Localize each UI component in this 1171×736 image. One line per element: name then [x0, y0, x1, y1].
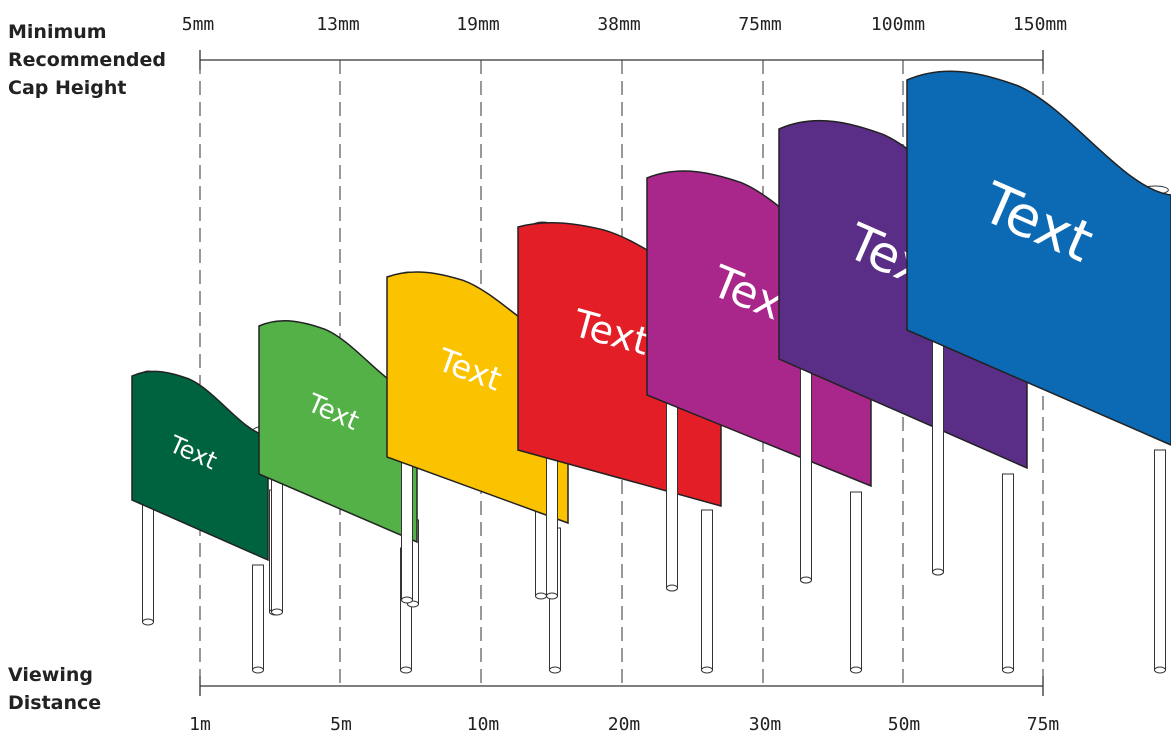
- sign-pole: [932, 334, 944, 573]
- cap-height-tick: 13mm: [316, 14, 359, 35]
- sign-pole-base: [401, 596, 413, 604]
- distance-tick: 10m: [467, 714, 500, 735]
- sign: Text: [131, 370, 281, 674]
- sign-pole-base: [850, 666, 862, 674]
- viewing-distance-label: Viewing Distance: [8, 664, 101, 714]
- sign-pole-base: [271, 608, 283, 616]
- cap-height-label-line2: Recommended: [8, 49, 166, 71]
- sign-pole: [701, 509, 713, 671]
- cap-height-tick: 75mm: [738, 14, 781, 35]
- sign-board: [906, 70, 1171, 446]
- sign-pole-base: [1002, 666, 1014, 674]
- distance-tick: 20m: [608, 714, 641, 735]
- viewing-distance-label-line1: Viewing: [8, 664, 93, 686]
- sign-pole: [1154, 449, 1166, 671]
- sign-pole-base: [1154, 666, 1166, 674]
- sign-pole: [142, 504, 154, 623]
- sign: Text: [906, 70, 1171, 674]
- viewing-distance-label-line2: Distance: [8, 692, 101, 714]
- distance-tick: 30m: [749, 714, 782, 735]
- sign-pole: [401, 461, 413, 601]
- cap-height-tick: 5mm: [182, 14, 215, 35]
- cap-height-axis: 5mm 13mm 19mm 38mm 75mm 100mm 150mm: [182, 14, 1067, 70]
- sign-pole-base: [932, 568, 944, 576]
- sign-pole-base: [400, 666, 412, 674]
- sign-pole: [800, 364, 812, 581]
- sign-pole-base: [701, 666, 713, 674]
- cap-height-label-line3: Cap Height: [8, 77, 127, 99]
- cap-height-tick: 19mm: [456, 14, 499, 35]
- sign-pole-base: [549, 666, 561, 674]
- sign-pole: [1002, 473, 1014, 671]
- distance-tick: 5m: [330, 714, 352, 735]
- distance-tick: 75m: [1027, 714, 1060, 735]
- cap-height-tick: 38mm: [597, 14, 640, 35]
- sign-pole: [271, 479, 283, 613]
- sign-pole-base: [800, 576, 812, 584]
- cap-height-tick: 100mm: [871, 14, 925, 35]
- sign-pole: [546, 454, 558, 597]
- sign-pole: [666, 399, 678, 589]
- cap-height-label: Minimum Recommended Cap Height: [8, 21, 173, 99]
- sign-pole: [850, 491, 862, 671]
- sign-pole-base: [666, 584, 678, 592]
- distance-tick: 1m: [189, 714, 211, 735]
- sign-pole-base: [252, 666, 264, 674]
- sign-pole: [252, 564, 264, 671]
- distance-tick: 50m: [888, 714, 921, 735]
- sign-pole-base: [142, 618, 154, 626]
- distance-axis: 1m 5m 10m 20m 30m 50m 75m: [189, 676, 1059, 735]
- sign-pole-base: [535, 592, 547, 600]
- cap-height-tick: 150mm: [1013, 14, 1067, 35]
- cap-height-label-line1: Minimum: [8, 21, 107, 43]
- sign-pole-base: [546, 592, 558, 600]
